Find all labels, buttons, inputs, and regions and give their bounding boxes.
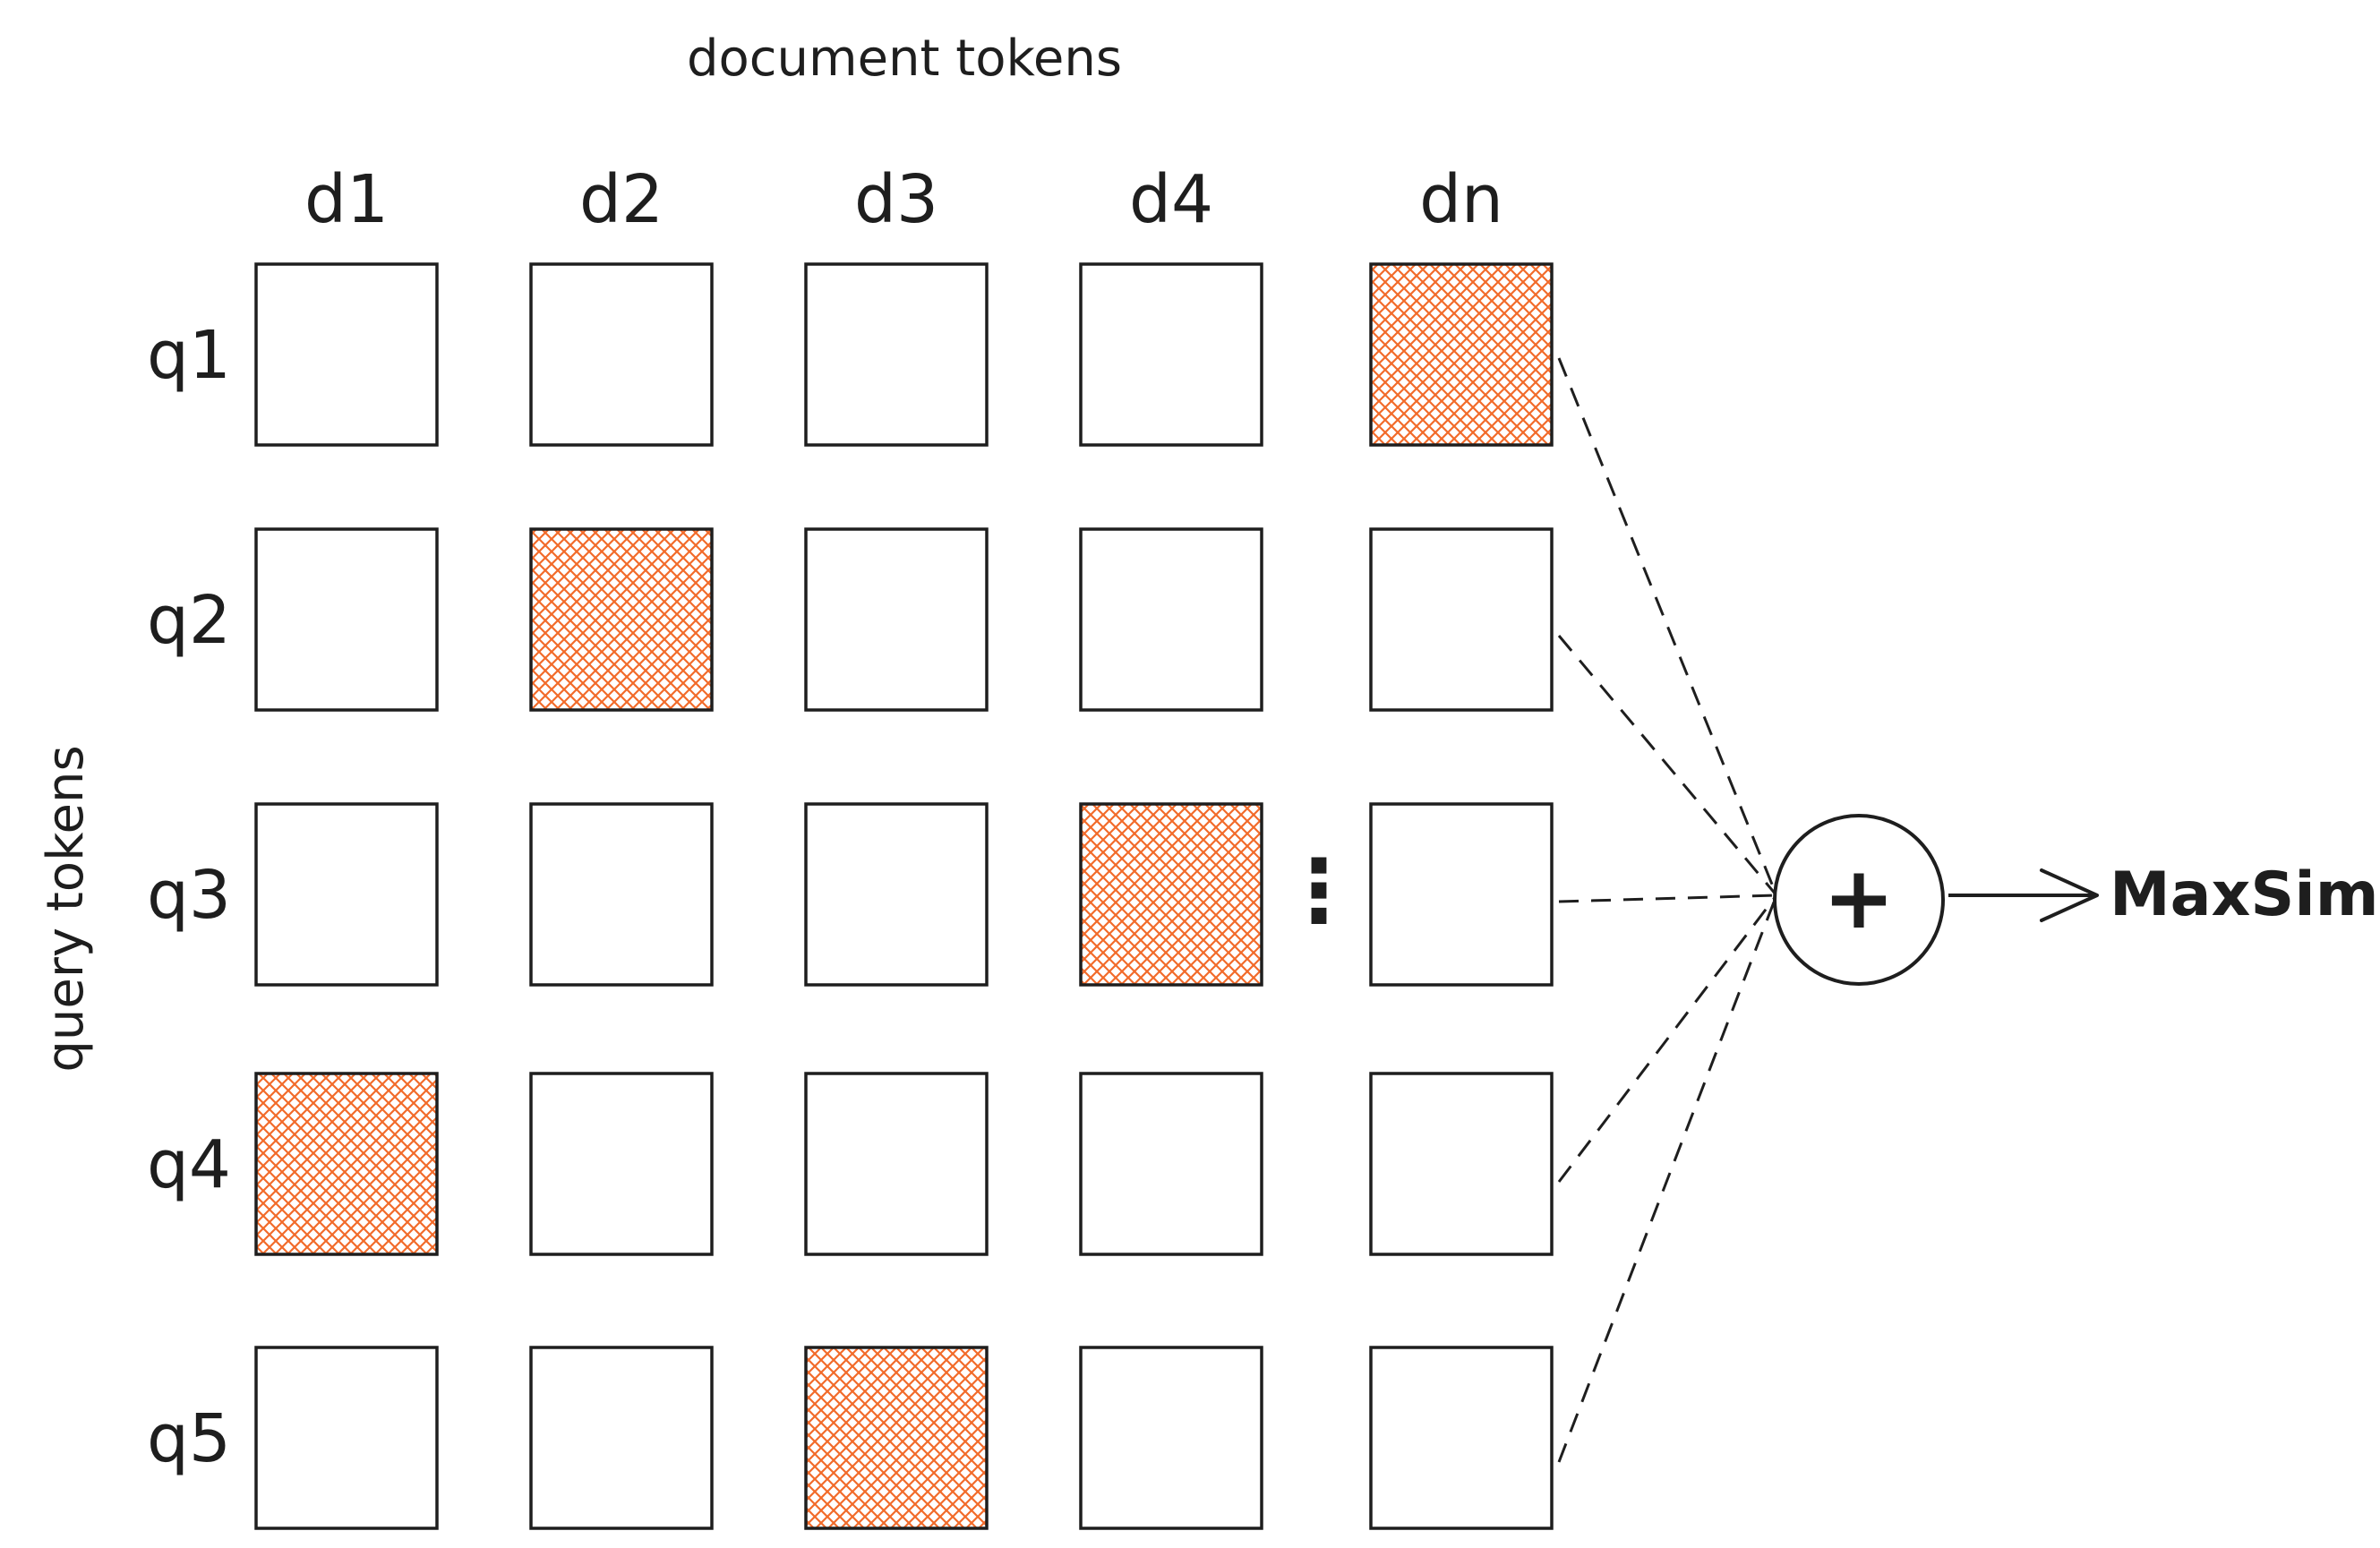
plus-circle-icon: +	[1773, 814, 1945, 986]
cell-q4-dn	[1369, 1072, 1554, 1256]
connector-q3	[1558, 894, 1777, 903]
cell-q3-d1	[254, 802, 439, 987]
column-labels: d1 d2 d3 d4 dn	[304, 161, 1503, 238]
max-cell-q1-dn	[1369, 262, 1554, 447]
arrow-right-icon	[1948, 868, 2099, 922]
sum-symbol: +	[1823, 848, 1895, 948]
cell-q5-d2	[529, 1346, 714, 1530]
max-cell-q4-d1	[254, 1072, 439, 1256]
row-label-q2: q2	[147, 582, 231, 659]
column-label-d2: d2	[579, 161, 663, 238]
cell-q3-d3	[804, 802, 989, 987]
cell-q3-dn	[1369, 802, 1554, 987]
cell-q2-dn	[1369, 527, 1554, 712]
column-label-d1: d1	[304, 161, 389, 238]
connector-q4	[1557, 894, 1778, 1183]
maxsim-output-label: MaxSim	[2110, 860, 2379, 930]
sum-node	[1773, 814, 1945, 986]
column-label-d4: d4	[1129, 161, 1213, 238]
cell-q4-d4	[1079, 1072, 1263, 1256]
cell-q4-d2	[529, 1072, 714, 1256]
max-cell-q3-d4	[1079, 802, 1263, 987]
query-tokens-label: query tokens	[37, 745, 95, 1072]
document-tokens-label: document tokens	[687, 30, 1122, 88]
row-labels: q1 q2 q3 q4 q5	[147, 317, 231, 1477]
cell-q2-d4	[1079, 527, 1263, 712]
cell-q2-d3	[804, 527, 989, 712]
cell-q5-d4	[1079, 1346, 1263, 1530]
cell-q5-d1	[254, 1346, 439, 1530]
row-label-q5: q5	[147, 1400, 231, 1477]
cell-q1-d2	[529, 262, 714, 447]
connector-q2	[1557, 635, 1778, 896]
column-label-dn: dn	[1419, 161, 1503, 238]
similarity-grid	[254, 262, 1554, 1530]
cell-q1-d3	[804, 262, 989, 447]
column-label-d3: d3	[854, 161, 938, 238]
cell-q1-d4	[1079, 262, 1263, 447]
cell-q1-d1	[254, 262, 439, 447]
connector-lines	[1557, 357, 1778, 1463]
max-cell-q5-d3	[804, 1346, 989, 1530]
cell-q4-d3	[804, 1072, 989, 1256]
ellipsis-icon: ⋮	[1276, 841, 1362, 941]
row-label-q1: q1	[147, 317, 231, 394]
connector-q1	[1557, 357, 1778, 896]
connector-q5	[1557, 894, 1778, 1463]
row-label-q4: q4	[147, 1126, 231, 1203]
row-label-q3: q3	[147, 857, 231, 934]
cell-q2-d1	[254, 527, 439, 712]
max-cell-q2-d2	[529, 527, 714, 712]
cell-q3-d2	[529, 802, 714, 987]
cell-q5-dn	[1369, 1346, 1554, 1530]
